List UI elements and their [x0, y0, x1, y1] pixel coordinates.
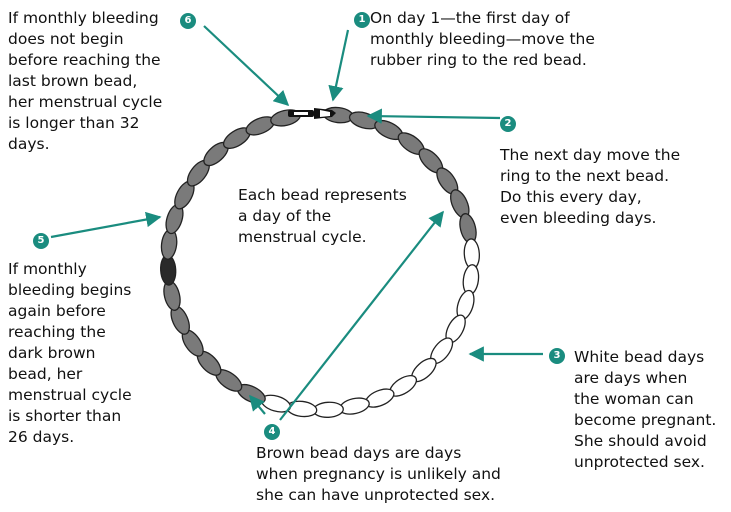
step-1-badge: 1 — [354, 12, 370, 28]
white-bead — [313, 402, 344, 419]
step-2-text: The next day move the ring to the next b… — [500, 145, 680, 229]
arrow-2 — [368, 116, 500, 118]
step-5-text: If monthly bleeding begins again before … — [8, 259, 132, 448]
beads-ring — [160, 106, 480, 418]
step-4-text: Brown bead days are days when pregnancy … — [256, 443, 501, 506]
arrow-5 — [51, 217, 160, 237]
step-6-badge: 6 — [180, 13, 196, 29]
step-2-badge: 2 — [500, 116, 516, 132]
white-bead — [286, 400, 318, 418]
arrow-6 — [204, 26, 288, 105]
step-6-text: If monthly bleeding does not begin befor… — [8, 8, 162, 155]
step-3-badge: 3 — [549, 348, 565, 364]
center-text: Each bead represents a day of the menstr… — [238, 185, 407, 248]
step-1-text: On day 1—the first day of monthly bleedi… — [370, 8, 595, 71]
arrow-1 — [333, 30, 348, 100]
step-3-text: White bead days are days when the woman … — [574, 347, 716, 473]
step-5-badge: 5 — [33, 233, 49, 249]
step-4-badge: 4 — [264, 424, 280, 440]
white-bead — [338, 395, 371, 416]
